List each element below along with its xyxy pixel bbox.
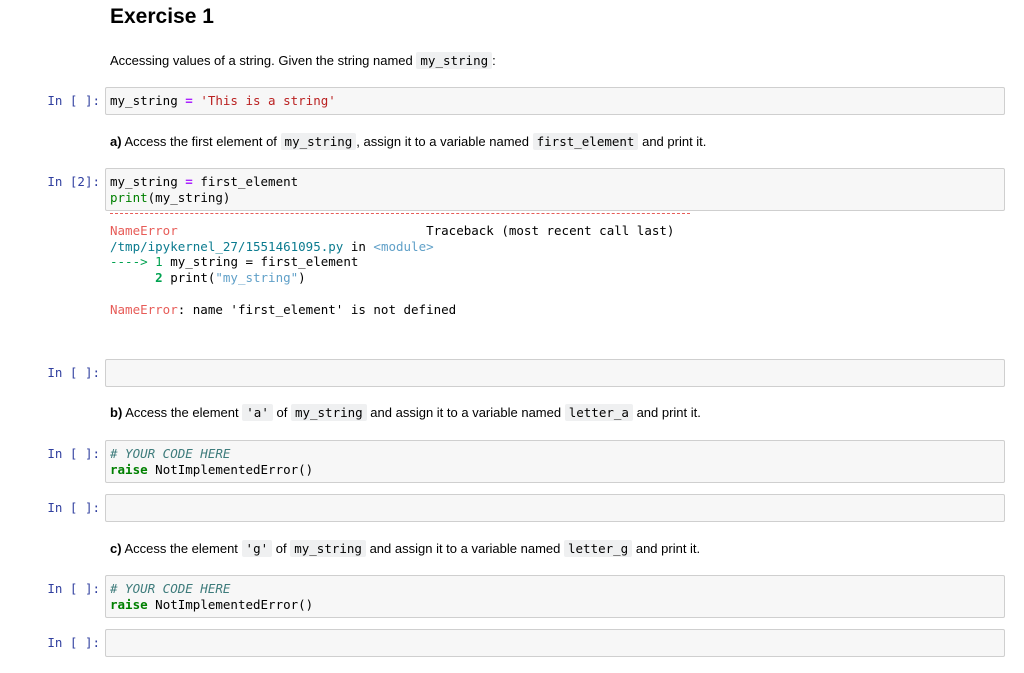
cell2-prompt: In [2]: [47, 174, 100, 189]
code-token: NotImplementedError() [155, 597, 314, 612]
intro-sentence: Accessing values of a string. Given the … [110, 53, 413, 68]
traceback-line-code: ) [298, 270, 306, 286]
cell7-code-editor[interactable] [105, 629, 1005, 657]
part-b-text: Access the element [125, 405, 239, 420]
part-c-inline-code: my_string [290, 540, 366, 557]
part-b-text: and print it. [636, 405, 701, 420]
part-b-text: of [276, 405, 288, 420]
part-b-inline-code: 'a' [242, 404, 273, 421]
part-a-label: a) [110, 134, 122, 149]
part-b-inline-code: letter_a [564, 404, 633, 421]
code-keyword: raise [110, 462, 148, 477]
code-token: = [185, 93, 193, 108]
part-b-label: b) [110, 405, 123, 420]
code-token: print [110, 190, 148, 205]
cell4-prompt: In [ ]: [47, 446, 100, 461]
traceback-arrow: ----> [110, 254, 148, 270]
traceback-file: /tmp/ipykernel_27/1551461095.py [110, 238, 344, 254]
cell1-code-editor[interactable]: my_string = 'This is a string' [105, 87, 1005, 115]
code-token: my_string [110, 93, 178, 108]
code-comment: # YOUR CODE HERE [110, 446, 231, 461]
cell3-prompt: In [ ]: [47, 365, 100, 380]
code-token: (my_string) [147, 190, 231, 205]
part-b-inline-code: my_string [290, 404, 367, 421]
cell5-prompt: In [ ]: [47, 500, 100, 515]
traceback-line-number: 2 [155, 270, 163, 286]
cell6-code-editor[interactable]: # YOUR CODE HERE raise NotImplementedErr… [105, 575, 1005, 618]
part-a-text: and print it. [642, 134, 707, 149]
cell6-prompt: In [ ]: [47, 581, 100, 596]
cell2-error-output: NameError Traceback (most recent call la… [110, 213, 690, 317]
part-a-instructions: a) Access the first element of my_string… [110, 133, 707, 150]
intro-suffix: : [492, 53, 496, 68]
cell7-prompt: In [ ]: [47, 635, 100, 650]
part-b-instructions: b) Access the element 'a' of my_string a… [110, 404, 701, 421]
code-token: my_string [110, 174, 178, 189]
traceback-line-code: my_string = first_element [170, 254, 359, 270]
part-a-text: Access the first element of [124, 134, 277, 149]
traceback-final-error: NameError [110, 301, 178, 317]
traceback-in: in [350, 238, 366, 254]
traceback-header: Traceback (most recent call last) [426, 223, 675, 238]
part-b-text: and assign it to a variable named [370, 405, 562, 420]
traceback-line-string: "my_string" [215, 270, 299, 286]
code-comment: # YOUR CODE HERE [110, 581, 231, 596]
part-c-text: Access the element [124, 541, 238, 556]
cell4-code-editor[interactable]: # YOUR CODE HERE raise NotImplementedErr… [105, 440, 1005, 483]
traceback-error-name: NameError [110, 223, 178, 238]
part-a-text: , assign it to a variable named [356, 134, 529, 149]
code-token: 'This is a string' [200, 93, 336, 108]
part-c-label: c) [110, 541, 122, 556]
cell5-code-editor[interactable] [105, 494, 1005, 522]
code-token: = [185, 174, 193, 189]
exercise-heading: Exercise 1 [110, 5, 214, 28]
code-token: first_element [200, 174, 299, 189]
part-a-inline-code: my_string [280, 133, 357, 150]
cell1-prompt: In [ ]: [47, 93, 100, 108]
traceback-module: <module> [373, 238, 434, 254]
part-c-inline-code: letter_g [564, 540, 633, 557]
code-keyword: raise [110, 597, 148, 612]
traceback-line-number: 1 [155, 254, 163, 270]
part-c-inline-code: 'g' [241, 540, 273, 557]
part-c-text: and assign it to a variable named [369, 541, 561, 556]
intro-text: Accessing values of a string. Given the … [110, 52, 496, 69]
part-c-instructions: c) Access the element 'g' of my_string a… [110, 540, 701, 557]
part-c-text: of [275, 541, 287, 556]
cell2-code-editor[interactable]: my_string = first_element print(my_strin… [105, 168, 1005, 211]
traceback-separator [110, 213, 690, 214]
cell3-code-editor[interactable] [105, 359, 1005, 387]
part-a-inline-code: first_element [532, 133, 639, 150]
code-token: NotImplementedError() [155, 462, 314, 477]
traceback-line-code: print( [170, 270, 216, 286]
traceback-final-message: : name 'first_element' is not defined [177, 301, 457, 317]
part-c-text: and print it. [635, 541, 701, 556]
intro-inline-code: my_string [416, 52, 493, 69]
